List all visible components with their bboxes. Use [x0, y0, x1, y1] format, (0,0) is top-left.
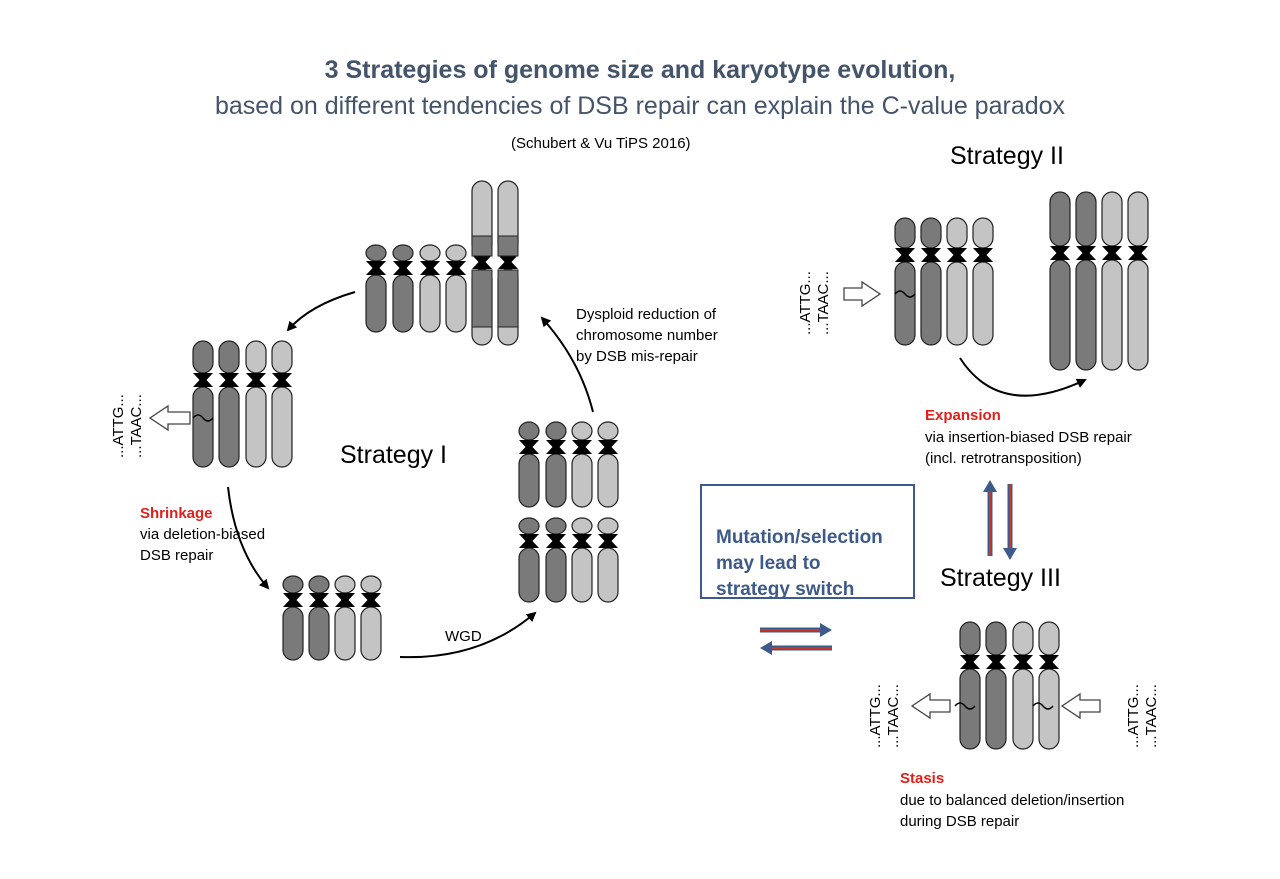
- seq-ii-top: ...ATTG...: [797, 271, 814, 335]
- chromosome: [571, 421, 593, 508]
- cycle-arrow-wgd: [399, 611, 537, 659]
- chromosome: [419, 244, 441, 333]
- seq-iii-right-top: ...ATTG...: [1125, 684, 1142, 748]
- cycle-arrow-top: [286, 291, 356, 332]
- chromosome: [518, 517, 540, 603]
- citation: (Schubert & Vu TiPS 2016): [511, 135, 691, 152]
- strategy-switch-box: Mutation/selection may lead to strategy …: [700, 484, 915, 600]
- chromosome: [360, 575, 382, 661]
- seq-ii-bottom: ...TAAC...: [815, 271, 832, 335]
- stasis-text: due to balanced deletion/insertion durin…: [900, 792, 1125, 830]
- chromosome: [334, 575, 356, 661]
- chromosome: [571, 517, 593, 603]
- expansion-label: Expansion: [925, 407, 1001, 424]
- seq-shrink-top: ...ATTG...: [110, 394, 127, 458]
- strategy-3-label: Strategy III: [940, 564, 1061, 592]
- chromosome: [1127, 191, 1149, 371]
- chromosome: [1075, 191, 1097, 371]
- chromosome: [1012, 621, 1034, 750]
- chromosome: [192, 340, 214, 468]
- chromosome: [920, 217, 942, 346]
- chromosome: [218, 340, 240, 468]
- strategy-1-label: Strategy I: [340, 441, 447, 469]
- open-arrow-shrink: [148, 404, 191, 432]
- open-arrow-insert-iii: [1060, 692, 1101, 720]
- seq-shrink-bottom: ...TAAC...: [128, 394, 145, 458]
- chromosome: [894, 217, 916, 346]
- chromosome: [1038, 621, 1060, 750]
- chromosome: [545, 517, 567, 603]
- chromosome: [392, 244, 414, 333]
- title-line-1: 3 Strategies of genome size and karyotyp…: [324, 56, 956, 84]
- shrinkage-text: via deletion-biased DSB repair: [140, 526, 266, 564]
- cycle-arrow-dysploid: [540, 316, 594, 413]
- seq-iii-left-bottom: ...TAAC...: [885, 684, 902, 748]
- title-line-2: based on different tendencies of DSB rep…: [214, 92, 1066, 120]
- chromosome: [597, 421, 619, 508]
- open-arrow-delete-iii: [910, 692, 951, 720]
- stasis-label: Stasis: [900, 770, 945, 787]
- chromosome: [985, 621, 1007, 750]
- chromosome: [972, 217, 994, 346]
- chromosome: [282, 575, 304, 661]
- expansion-arrow: [959, 357, 1087, 397]
- expansion-text: via insertion-biased DSB repair (incl. r…: [925, 429, 1132, 467]
- dysploid-text: Dysploid reduction of chromosome number …: [576, 306, 718, 365]
- chromosome: [245, 340, 267, 468]
- seq-iii-right-bottom: ...TAAC...: [1143, 684, 1160, 748]
- shrinkage-label: Shrinkage: [140, 505, 213, 522]
- chromosome: [365, 244, 387, 333]
- cycle-arrow-shrink: [227, 486, 270, 590]
- chromosome: [445, 244, 467, 333]
- seq-iii-left-top: ...ATTG...: [867, 684, 884, 748]
- chromosome: [959, 621, 981, 750]
- chromosome: [946, 217, 968, 346]
- chromosome: [271, 340, 293, 468]
- chromosome: [597, 517, 619, 603]
- wgd-label: WGD: [445, 628, 482, 645]
- strategy-switch-text: Mutation/selection may lead to strategy …: [716, 527, 883, 600]
- chromosome: [545, 421, 567, 508]
- chromosomes: [192, 180, 1149, 750]
- strategy-2-label: Strategy II: [950, 142, 1064, 170]
- chromosome: [1049, 191, 1071, 371]
- chromosome: [518, 421, 540, 508]
- chromosome: [308, 575, 330, 661]
- chromosome: [1101, 191, 1123, 371]
- open-arrow-insert-ii: [843, 280, 882, 308]
